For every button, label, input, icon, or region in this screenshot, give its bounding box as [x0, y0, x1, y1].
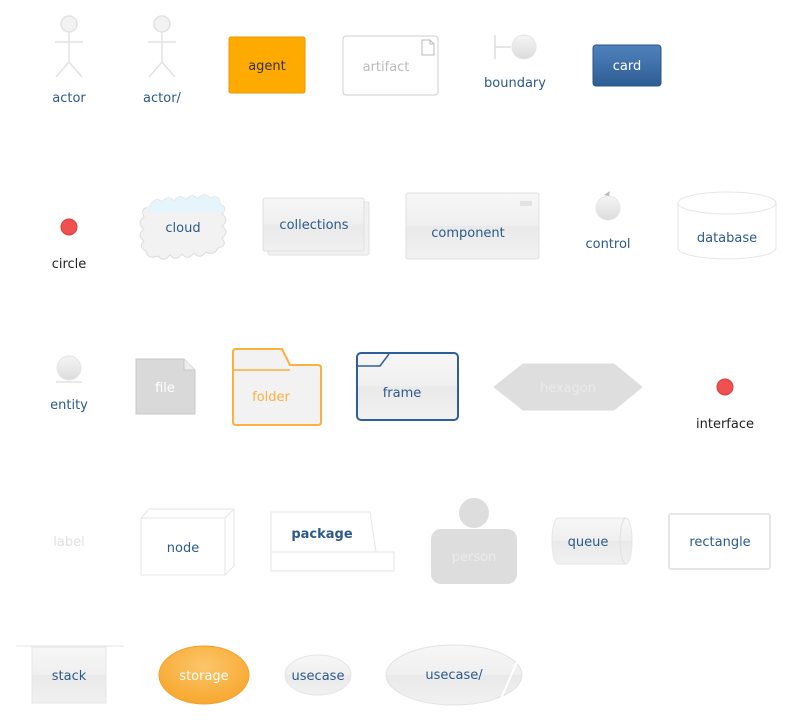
stack-shape[interactable]: stack — [16, 645, 124, 704]
package-shape[interactable]: package — [270, 511, 395, 572]
interface-dot — [716, 378, 734, 396]
entity-icon — [56, 355, 82, 383]
storage-ellipse — [158, 645, 250, 705]
label-label: label — [53, 535, 84, 550]
control-icon — [595, 191, 621, 221]
circle-dot — [60, 218, 78, 236]
database-shape[interactable]: database — [677, 191, 777, 260]
folder-shape[interactable]: folder — [232, 348, 322, 426]
database-cylinder — [677, 203, 777, 260]
node-shape[interactable]: node — [140, 508, 235, 576]
person-shape[interactable]: person — [431, 498, 517, 584]
stack-box — [31, 646, 107, 704]
component-box — [405, 192, 540, 260]
agent-label: agent — [248, 59, 286, 74]
artifact-shape[interactable]: artifact — [342, 35, 439, 96]
frame-box — [356, 352, 459, 421]
file-page-icon — [135, 358, 196, 415]
package-icon — [270, 511, 395, 572]
control-label: control — [585, 237, 630, 252]
boundary-icon — [494, 34, 537, 60]
card-label: card — [613, 59, 641, 74]
node-label: node — [167, 541, 199, 556]
agent-box — [228, 36, 306, 94]
component-icon — [520, 201, 532, 206]
folder-icon — [232, 348, 322, 426]
control-shape[interactable]: control — [585, 191, 631, 252]
card-shape[interactable]: card — [592, 44, 662, 87]
document-icon — [421, 39, 435, 56]
package-label: package — [291, 527, 353, 542]
hexagon-shape[interactable]: hexagon — [493, 363, 643, 411]
artifact-box — [342, 35, 439, 96]
actor-figure-icon — [55, 15, 83, 78]
database-label: database — [697, 231, 757, 246]
cloud-label: cloud — [165, 221, 200, 236]
actor-alt-figure-icon — [148, 15, 176, 78]
frame-shape[interactable]: frame — [356, 352, 459, 421]
boundary-shape[interactable]: boundary — [484, 34, 546, 91]
actor-shape[interactable]: actor — [52, 15, 86, 106]
frame-label: frame — [383, 386, 422, 401]
stack-label: stack — [52, 669, 87, 684]
usecase-label: usecase — [292, 669, 345, 684]
storage-label: storage — [179, 669, 228, 684]
actor-label: actor — [52, 91, 86, 106]
component-shape[interactable]: component — [405, 192, 540, 260]
rectangle-label: rectangle — [689, 535, 750, 550]
folder-label: folder — [252, 390, 290, 405]
usecase-shape[interactable]: usecase — [284, 654, 352, 696]
usecase-alt-label: usecase/ — [425, 668, 483, 683]
node-cube — [140, 508, 235, 576]
usecase-ellipse — [284, 654, 352, 696]
card-box — [592, 44, 662, 87]
queue-label: queue — [568, 535, 609, 550]
cloud-shape[interactable]: cloud — [139, 194, 227, 260]
person-head-icon — [459, 498, 489, 528]
actor-alt-shape[interactable]: actor/ — [143, 15, 182, 106]
artifact-label: artifact — [363, 60, 410, 75]
boundary-label: boundary — [484, 76, 546, 91]
hexagon-label: hexagon — [540, 381, 596, 396]
interface-shape[interactable]: interface — [696, 378, 754, 432]
interface-label: interface — [696, 417, 754, 432]
person-body — [431, 529, 517, 584]
collections-shape[interactable]: collections — [262, 197, 370, 256]
entity-shape[interactable]: entity — [50, 355, 88, 413]
file-shape[interactable]: file — [135, 358, 196, 415]
circle-label: circle — [52, 257, 87, 272]
collections-label: collections — [279, 218, 348, 233]
label-shape[interactable]: label — [53, 535, 84, 550]
circle-shape[interactable]: circle — [52, 218, 87, 272]
rectangle-shape[interactable]: rectangle — [668, 513, 771, 570]
usecase-alt-shape[interactable]: usecase/ — [385, 644, 523, 706]
actor-alt-label: actor/ — [143, 91, 182, 106]
rectangle-box — [668, 513, 771, 570]
collections-box — [262, 197, 365, 252]
queue-shape[interactable]: queue — [551, 517, 633, 565]
hexagon-outline — [493, 363, 643, 411]
usecase-alt-ellipse — [385, 644, 523, 706]
file-label: file — [155, 381, 175, 396]
agent-shape[interactable]: agent — [228, 36, 306, 94]
component-label: component — [431, 226, 505, 241]
person-label: person — [452, 550, 497, 565]
storage-shape[interactable]: storage — [158, 645, 250, 705]
entity-label: entity — [50, 398, 88, 413]
